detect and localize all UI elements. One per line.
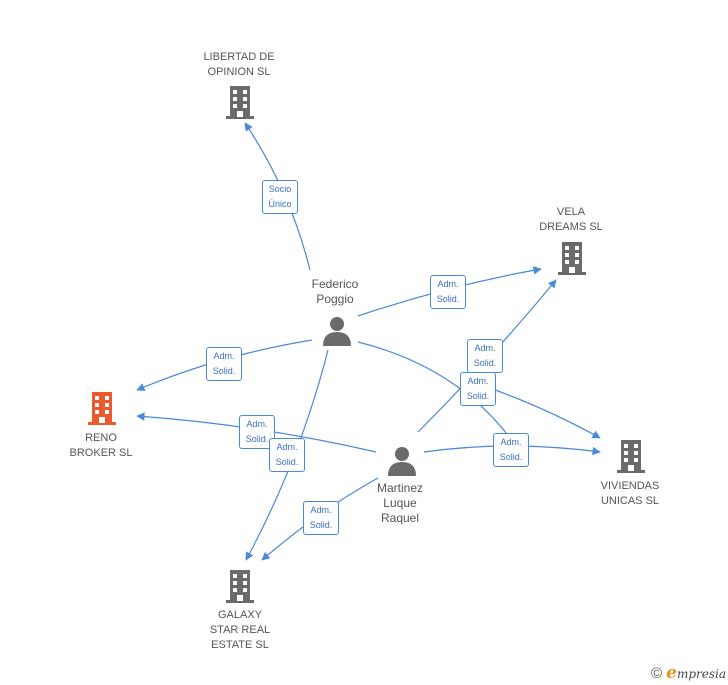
company-label-reno[interactable]: RENO BROKER SL (69, 432, 133, 459)
company-label-viviendas[interactable]: VIVIENDAS UNICAS SL (600, 480, 660, 507)
edge-label-adm-solid[interactable]: Adm. Solid. (467, 339, 503, 373)
edge-label-adm-solid[interactable]: Adm. Solid. (206, 347, 242, 381)
edge-label-adm-solid[interactable]: Adm. Solid. (493, 433, 529, 467)
building-icon (88, 392, 116, 425)
brand-logo: empresia (666, 663, 726, 683)
person-label-martinez[interactable]: Martinez Luque Raquel (376, 481, 424, 525)
edge-federico-viviendas-b (489, 387, 601, 439)
person-icon (323, 317, 351, 346)
edge-label-adm-solid[interactable]: Adm. Solid. (460, 372, 496, 406)
company-label-galaxy[interactable]: GALAXY STAR REAL ESTATE SL (209, 609, 271, 651)
building-icon (617, 440, 645, 473)
company-label-libertad[interactable]: LIBERTAD DE OPINION SL (203, 51, 275, 78)
building-icon (226, 86, 254, 119)
edge-label-adm-solid[interactable]: Adm. Solid. (269, 438, 305, 472)
building-icon (558, 242, 586, 275)
person-icon (388, 447, 416, 476)
edge-label-socio-unico[interactable]: Socio Único (262, 180, 298, 214)
edge-label-adm-solid[interactable]: Adm. Solid. (303, 501, 339, 535)
copyright-icon: © (651, 664, 663, 682)
building-icon (226, 570, 254, 603)
edge-label-adm-solid[interactable]: Adm. Solid. (430, 275, 466, 309)
brand-footer: © empresia (651, 663, 726, 683)
company-label-vela[interactable]: VELA DREAMS SL (539, 206, 603, 233)
person-label-federico[interactable]: Federico Poggio (311, 277, 359, 306)
